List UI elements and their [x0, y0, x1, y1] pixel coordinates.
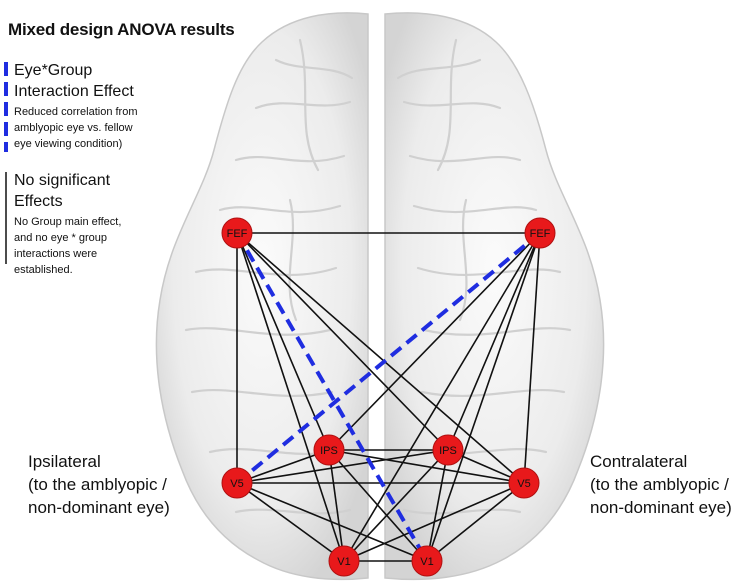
- edge-FEF_contra-IPS_contra: [447, 232, 541, 451]
- node-circle: [221, 467, 253, 499]
- edge-FEF_contra-V5_contra: [523, 232, 541, 484]
- edge-V5_ipsi-V1_contra: [236, 482, 428, 562]
- edge-IPS_contra-V1_ipsi: [343, 449, 449, 562]
- figure-title: Mixed design ANOVA results: [8, 20, 235, 39]
- node-label: IPS: [320, 445, 338, 457]
- edge-FEF_contra-V5_ipsi: [235, 231, 542, 485]
- node-IPS_contra: IPS: [432, 434, 464, 466]
- legend-ns-description: No Group main effect, and no eye * group…: [14, 216, 122, 276]
- node-circle: [432, 434, 464, 466]
- edge-IPS_ipsi-V1_contra: [328, 449, 428, 562]
- ipsilateral-label-line-1: Ipsilateral: [28, 452, 101, 471]
- edge-V5_contra-V1_contra: [426, 482, 525, 562]
- node-label: FEF: [530, 228, 551, 240]
- edge-FEF_contra-IPS_ipsi: [328, 232, 541, 451]
- node-V1_ipsi: V1: [328, 545, 360, 577]
- node-circle: [508, 467, 540, 499]
- node-circle: [313, 434, 345, 466]
- node-circle: [411, 545, 443, 577]
- contralateral-label-line-3: non-dominant eye): [590, 498, 732, 517]
- edge-V5_ipsi-V1_ipsi: [236, 482, 345, 562]
- node-label: V5: [517, 478, 530, 490]
- edge-IPS_contra-V1_contra: [426, 449, 449, 562]
- node-circle: [328, 545, 360, 577]
- node-circle: [221, 217, 253, 249]
- edge-IPS_contra-V5_ipsi: [236, 449, 449, 484]
- edge-FEF_ipsi-IPS_ipsi: [236, 232, 330, 451]
- legend-ns-heading-line-2: Effects: [14, 193, 63, 210]
- contralateral-label-line-1: Contralateral: [590, 452, 688, 471]
- legend-interaction-heading-line-2: Interaction Effect: [14, 83, 134, 100]
- ipsilateral-label-line-2: (to the amblyopic /: [28, 475, 167, 494]
- legend-ns-heading-line-1: No significant: [14, 172, 111, 189]
- node-circle: [524, 217, 556, 249]
- left-hemisphere: [155, 12, 369, 581]
- ipsilateral-label: Ipsilateral (to the amblyopic / non-domi…: [28, 450, 208, 519]
- legend-solid-line-swatch: [5, 172, 7, 264]
- node-V5_contra: V5: [508, 467, 540, 499]
- node-V1_contra: V1: [411, 545, 443, 577]
- edges-layer: [235, 231, 542, 563]
- ipsilateral-label-line-3: non-dominant eye): [28, 498, 170, 517]
- node-label: V1: [337, 556, 350, 568]
- node-label: IPS: [439, 445, 457, 457]
- node-label: V5: [230, 478, 243, 490]
- edge-FEF_ipsi-V1_contra: [235, 231, 429, 563]
- edge-FEF_contra-V1_ipsi: [343, 232, 541, 562]
- edge-IPS_ipsi-V5_contra: [328, 449, 525, 484]
- node-IPS_ipsi: IPS: [313, 434, 345, 466]
- edge-FEF_ipsi-V5_contra: [236, 232, 525, 484]
- legend-interaction-heading-line-1: Eye*Group: [14, 62, 93, 79]
- right-hemisphere: [384, 12, 605, 581]
- edge-FEF_contra-V1_contra: [426, 232, 541, 562]
- edge-FEF_ipsi-V1_ipsi: [236, 232, 345, 562]
- node-label: FEF: [227, 228, 248, 240]
- contralateral-label-line-2: (to the amblyopic /: [590, 475, 729, 494]
- node-label: V1: [420, 556, 433, 568]
- contralateral-label: Contralateral (to the amblyopic / non-do…: [590, 450, 743, 519]
- legend-interaction-description: Reduced correlation from amblyopic eye v…: [14, 106, 138, 150]
- edge-IPS_ipsi-V5_ipsi: [236, 449, 330, 484]
- legend-dashed-line-swatch: [4, 62, 8, 152]
- node-FEF_contra: FEF: [524, 217, 556, 249]
- edge-FEF_ipsi-IPS_contra: [236, 232, 449, 451]
- node-FEF_ipsi: FEF: [221, 217, 253, 249]
- edge-V5_contra-V1_ipsi: [343, 482, 525, 562]
- node-V5_ipsi: V5: [221, 467, 253, 499]
